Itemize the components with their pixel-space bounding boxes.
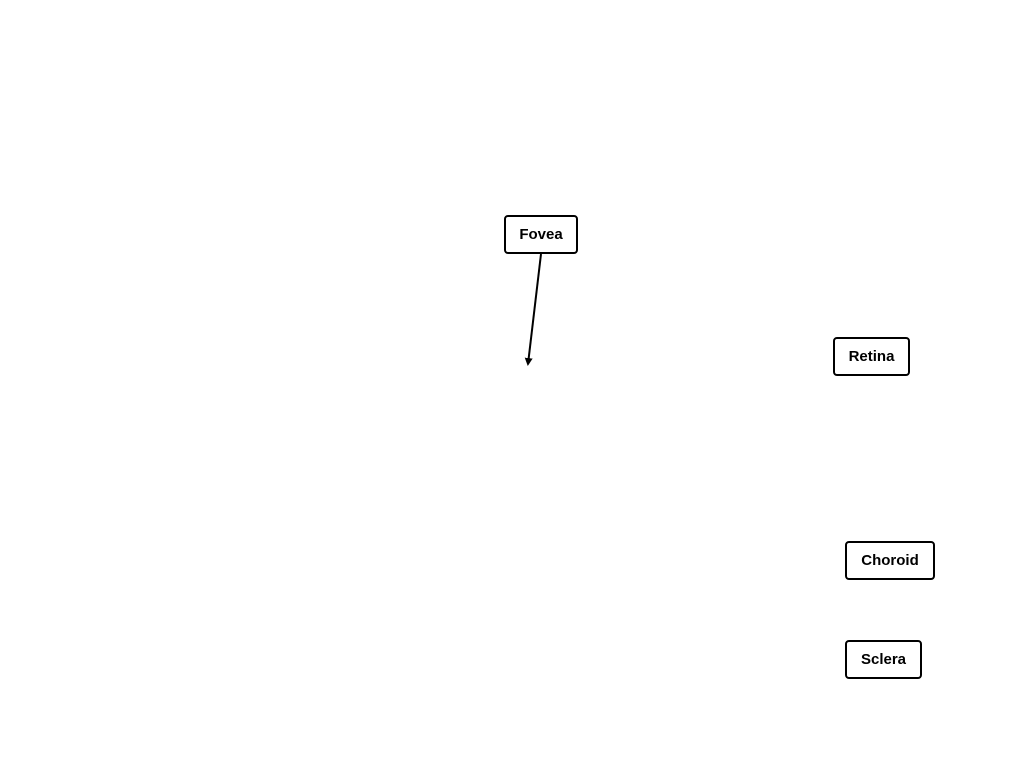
label-retina: Retina (833, 337, 910, 376)
label-sclera: Sclera (845, 640, 922, 679)
fovea-leader-arrow (524, 253, 542, 366)
label-choroid: Choroid (845, 541, 935, 580)
label-fovea: Fovea (504, 215, 578, 254)
